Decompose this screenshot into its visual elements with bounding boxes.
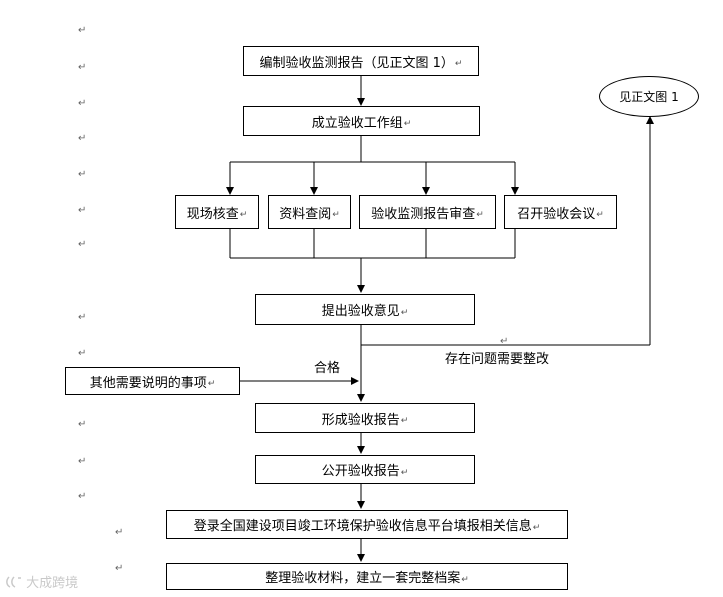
paragraph-mark: ↵ xyxy=(532,522,541,533)
paragraph-mark: ↵ xyxy=(78,62,87,73)
paragraph-mark: ↵ xyxy=(207,379,216,389)
paragraph-mark: ↵ xyxy=(400,307,409,318)
step-other-matters: 其他需要说明的事项↵ xyxy=(65,367,240,395)
watermark: 大成跨境 xyxy=(6,572,78,591)
paragraph-mark: ↵ xyxy=(115,563,124,574)
label-needs-rectification: 存在问题需要整改 xyxy=(445,352,550,367)
paragraph-mark: ↵ xyxy=(78,133,87,144)
step-register-platform: 登录全国建设项目竣工环境保护验收信息平台填报相关信息↵ xyxy=(166,510,568,539)
paragraph-mark: ↵ xyxy=(78,419,87,430)
watermark-text: 大成跨境 xyxy=(26,576,79,591)
step-doc-review-label: 资料查阅 xyxy=(279,206,332,222)
step-meeting-label: 召开验收会议 xyxy=(517,206,596,222)
paragraph-mark: ↵ xyxy=(461,574,469,585)
paragraph-mark: ↵ xyxy=(500,336,509,347)
paragraph-mark: ↵ xyxy=(78,98,87,109)
paragraph-mark: ↵ xyxy=(78,205,87,216)
watermark-logo-icon xyxy=(6,576,21,588)
step-other-matters-label: 其他需要说明的事项 xyxy=(89,375,207,391)
paragraph-mark: ↵ xyxy=(115,527,124,538)
paragraph-mark: ↵ xyxy=(78,348,87,359)
paragraph-mark: ↵ xyxy=(332,210,340,220)
step-register-platform-label: 登录全国建设项目竣工环境保护验收信息平台填报相关信息 xyxy=(193,519,532,534)
paragraph-mark: ↵ xyxy=(78,491,87,502)
step-report-review: 验收监测报告审查↵ xyxy=(359,195,496,229)
step-compile-report: 编制验收监测报告（见正文图 1）↵ xyxy=(243,46,479,76)
step-site-check: 现场核查↵ xyxy=(175,195,259,229)
paragraph-mark: ↵ xyxy=(239,210,248,220)
step-archive: 整理验收材料，建立一套完整档案↵ xyxy=(166,563,568,590)
step-propose-opinion: 提出验收意见↵ xyxy=(255,294,475,325)
step-form-report: 形成验收报告↵ xyxy=(255,403,475,433)
step-site-check-label: 现场核查 xyxy=(186,206,239,222)
paragraph-mark: ↵ xyxy=(78,456,87,467)
figure-ref-ellipse: 见正文图 1 xyxy=(599,76,699,117)
paragraph-mark: ↵ xyxy=(476,210,484,220)
step-meeting: 召开验收会议↵ xyxy=(504,195,617,229)
paragraph-mark: ↵ xyxy=(596,210,604,220)
step-doc-review: 资料查阅↵ xyxy=(268,195,351,229)
step-archive-label: 整理验收材料，建立一套完整档案 xyxy=(265,571,461,586)
step-form-report-label: 形成验收报告 xyxy=(321,412,400,428)
figure-ref-label: 见正文图 1 xyxy=(619,90,679,104)
paragraph-mark: ↵ xyxy=(78,169,87,180)
paragraph-mark: ↵ xyxy=(403,119,412,129)
paragraph-mark: ↵ xyxy=(78,25,87,36)
paragraph-mark: ↵ xyxy=(78,312,87,323)
step-form-group: 成立验收工作组↵ xyxy=(243,106,480,136)
paragraph-mark: ↵ xyxy=(400,416,409,426)
label-qualified: 合格 xyxy=(314,361,341,376)
step-propose-opinion-label: 提出验收意见 xyxy=(321,304,400,319)
step-form-group-label: 成立验收工作组 xyxy=(311,115,403,131)
step-publish-report: 公开验收报告↵ xyxy=(255,455,475,484)
paragraph-mark: ↵ xyxy=(78,239,87,250)
step-report-review-label: 验收监测报告审查 xyxy=(371,206,476,222)
paragraph-mark: ↵ xyxy=(400,467,409,478)
paragraph-mark: ↵ xyxy=(454,59,463,69)
step-compile-report-label: 编制验收监测报告（见正文图 1） xyxy=(259,55,454,71)
step-publish-report-label: 公开验收报告 xyxy=(321,464,400,479)
